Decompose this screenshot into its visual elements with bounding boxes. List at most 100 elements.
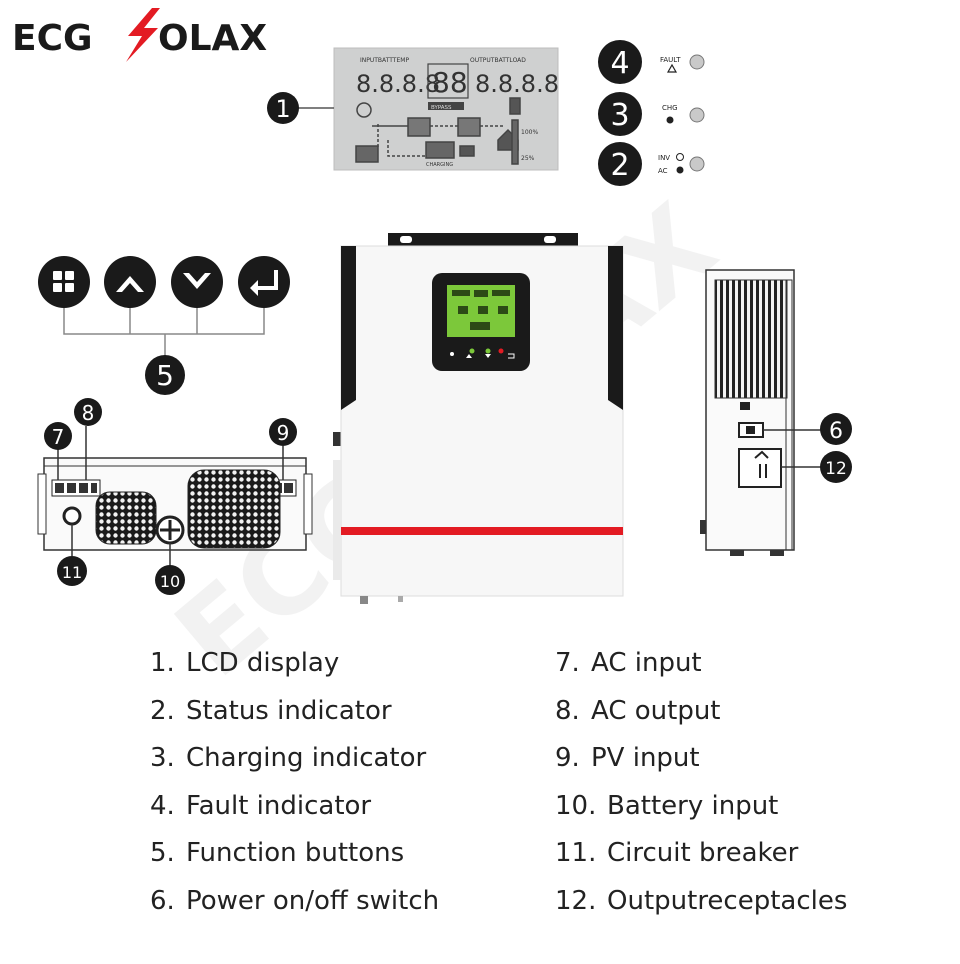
legend-item-battery-input: 10. Battery input — [555, 783, 847, 831]
lcd-left-digits: 8.8.8.8 — [356, 70, 440, 98]
legend-number: 4. — [150, 790, 175, 821]
inverter-side-view — [700, 269, 795, 556]
lcd-pct-high: 100% — [521, 129, 538, 136]
callout-4: 4 — [598, 40, 642, 84]
callout-11: 11 — [57, 556, 87, 586]
status-led — [689, 156, 705, 172]
fault-label: FAULT — [660, 56, 681, 64]
legend-item-output-receptacles: 12. Outputreceptacles — [555, 878, 847, 926]
callout-3-label: 3 — [610, 98, 629, 133]
legend-item-power-switch: 6. Power on/off switch — [150, 878, 439, 926]
callout-12-label: 12 — [825, 459, 847, 479]
brand-logo: ECG OLAX — [12, 8, 267, 62]
legend-number: 9. — [555, 743, 580, 773]
legend-left-column: 1. LCD display 2. Status indicator 3.Charg… — [150, 640, 439, 925]
inverter-front-view — [333, 233, 624, 604]
legend-item-fault-indicator: 4. Fault indicator — [150, 783, 439, 831]
callout-10: 10 — [155, 565, 185, 595]
legend-item-pv-input: 9. PV input — [555, 735, 847, 783]
callout-2: 2 — [598, 142, 642, 186]
brand-suffix: OLAX — [158, 18, 267, 59]
function-buttons — [38, 256, 290, 356]
lcd-power-flow — [355, 97, 521, 165]
callout-7: 7 — [44, 422, 72, 450]
legend-number: 11. — [555, 838, 597, 868]
callout-5-label: 5 — [156, 359, 174, 392]
legend-text: Battery input — [607, 790, 779, 821]
legend-number: 7. — [555, 648, 580, 678]
fault-led — [689, 54, 705, 70]
up-button — [104, 256, 156, 308]
chg-sun-icon — [666, 116, 674, 124]
callout-6-label: 6 — [829, 419, 843, 444]
callout-4-label: 4 — [610, 46, 629, 81]
inv-label: INV — [658, 154, 670, 162]
chg-label: CHG — [662, 104, 678, 112]
lcd-input-label: INPUTBATTTEMP — [360, 57, 409, 64]
ac-sun-icon — [676, 166, 684, 174]
legend-text: Outputreceptacles — [607, 885, 848, 916]
callout-3: 3 — [598, 92, 642, 136]
lcd-charging-label: CHARGING — [426, 162, 453, 168]
lcd-display-panel: INPUTBATTTEMP OUTPUTBATTLOAD 8.8.8.8 88 … — [333, 47, 559, 171]
lcd-right-digits: 8.8.8.8 — [475, 70, 559, 98]
brand-prefix: ECG — [12, 18, 93, 59]
lcd-bypass-label: BYPASS — [431, 105, 452, 111]
enter-button — [238, 256, 290, 308]
legend-item-charging-indicator: 3.Charging indicator — [150, 735, 439, 783]
legend-text: Circuit breaker — [607, 838, 799, 868]
menu-button — [38, 256, 90, 308]
legend-text: AC output — [591, 695, 721, 726]
circuit-breaker — [62, 506, 82, 526]
callout-5: 5 — [145, 355, 185, 395]
legend-item-ac-output: 8.AC output — [555, 688, 847, 736]
legend-number: 3. — [150, 743, 175, 773]
up-arrow-icon — [116, 276, 144, 292]
output-receptacle — [738, 448, 782, 488]
warning-triangle-icon — [666, 63, 678, 73]
inverter-bottom-view — [37, 457, 313, 551]
legend-number: 6. — [150, 885, 175, 916]
callout-8-label: 8 — [82, 401, 95, 425]
legend-number: 2. — [150, 695, 175, 726]
menu-icon — [53, 271, 74, 292]
lcd-output-label: OUTPUTBATTLOAD — [470, 57, 526, 64]
down-arrow-icon — [183, 273, 211, 289]
legend-item-ac-input: 7. AC input — [555, 640, 847, 688]
inv-sun-icon — [676, 153, 684, 161]
legend-item-circuit-breaker: 11. Circuit breaker — [555, 830, 847, 878]
lightning-bolt-icon — [126, 8, 160, 62]
callout-9-label: 9 — [277, 421, 290, 445]
legend-number: 10. — [555, 790, 597, 821]
legend-text: Status indicator — [186, 695, 392, 726]
callout-7-label: 7 — [52, 425, 65, 449]
lcd-mid-digits: 88 — [432, 66, 468, 99]
legend-item-function-buttons: 5.Function buttons — [150, 830, 439, 878]
callout-8: 8 — [74, 398, 102, 426]
callout-12: 12 — [820, 451, 852, 483]
ac-label: AC — [658, 167, 668, 175]
legend-text: LCD display — [186, 648, 340, 678]
down-button — [171, 256, 223, 308]
legend-text: PV input — [591, 743, 700, 773]
callout-1: 1 — [267, 92, 299, 124]
callout-11-label: 11 — [62, 563, 82, 582]
callout-9: 9 — [269, 418, 297, 446]
callout-2-label: 2 — [610, 148, 629, 183]
lcd-pct-low: 25% — [521, 155, 535, 162]
legend-text: Fault indicator — [186, 790, 372, 821]
legend-text: Power on/off switch — [186, 885, 440, 916]
legend-item-status-indicator: 2. Status indicator — [150, 688, 439, 736]
legend-item-lcd-display: 1. LCD display — [150, 640, 439, 688]
legend-text: Function buttons — [186, 838, 405, 868]
callout-6: 6 — [820, 413, 852, 445]
callout-10-label: 10 — [160, 572, 180, 591]
legend-right-column: 7. AC input 8.AC output 9. PV input 10. Bat… — [555, 640, 847, 925]
legend-number: 1. — [150, 648, 175, 678]
legend-number: 12. — [555, 885, 597, 916]
callout-1-label: 1 — [275, 95, 290, 123]
legend-text: AC input — [591, 648, 702, 678]
enter-icon — [250, 270, 278, 296]
